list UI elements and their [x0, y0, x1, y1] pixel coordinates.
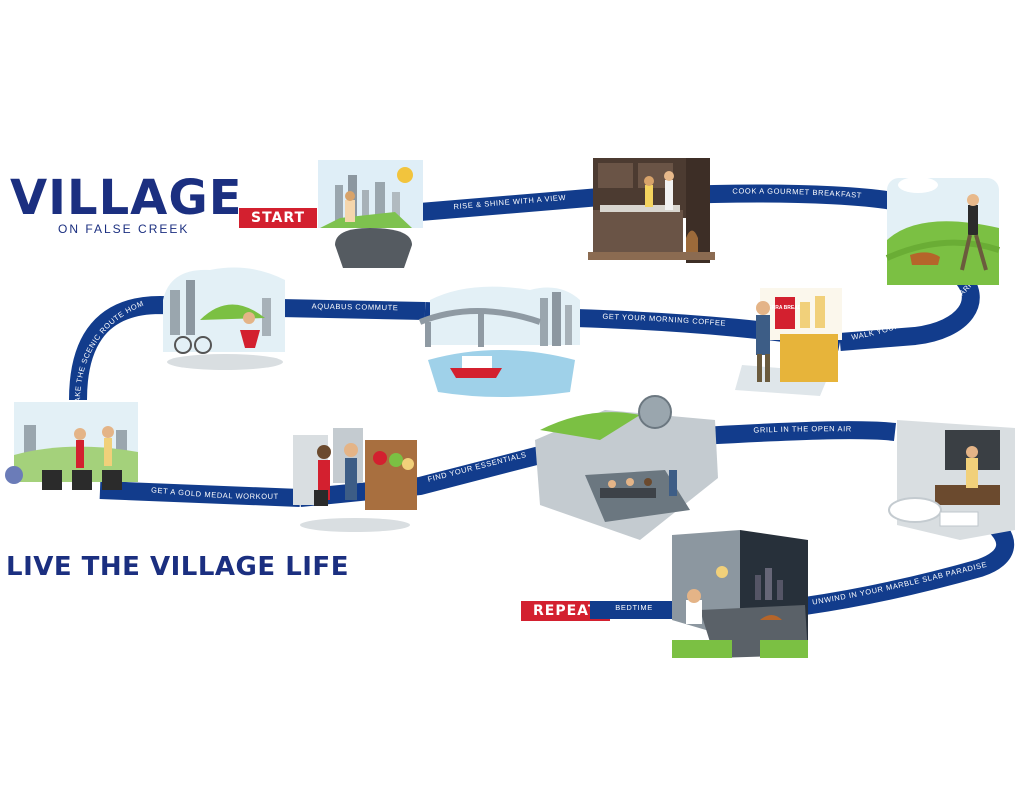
step-scenic-label: TAKE THE SCENIC ROUTE HOME	[0, 0, 145, 403]
step-bedtime-label: BEDTIME	[615, 603, 653, 612]
coffee-shop-illustration: TERRA BREADS	[735, 288, 842, 396]
route-path	[69, 184, 1014, 619]
market-illustration	[293, 428, 417, 532]
step-unwind-label: UNWIND IN YOUR MARBLE SLAB PARADISE	[812, 560, 988, 607]
dog-walk-illustration	[885, 177, 1000, 285]
step-grill-label: GRILL IN THE OPEN AIR	[753, 424, 852, 435]
open-air-illustration	[535, 395, 718, 540]
brand-subtitle: ON FALSE CREEK	[58, 222, 190, 236]
kitchen-illustration	[588, 158, 715, 263]
bathroom-illustration	[888, 420, 1015, 540]
repeat-tag: REPEAT	[521, 601, 611, 621]
step-aquabus-label: AQUABUS COMMUTE	[312, 302, 399, 313]
aquabus-illustration	[418, 286, 580, 397]
start-tag: START	[239, 208, 318, 228]
rise-shine-illustration	[318, 160, 423, 268]
brand-logo: VILLAGE ON FALSE CREEK	[10, 172, 243, 236]
bedroom-illustration	[672, 530, 808, 658]
scenic-route-illustration	[163, 267, 285, 370]
tagline: LIVE THE VILLAGE LIFE	[6, 552, 349, 582]
workout-illustration	[5, 402, 138, 490]
brand-title: VILLAGE	[10, 170, 243, 226]
bakery-sign: TERRA BREADS	[765, 305, 805, 311]
